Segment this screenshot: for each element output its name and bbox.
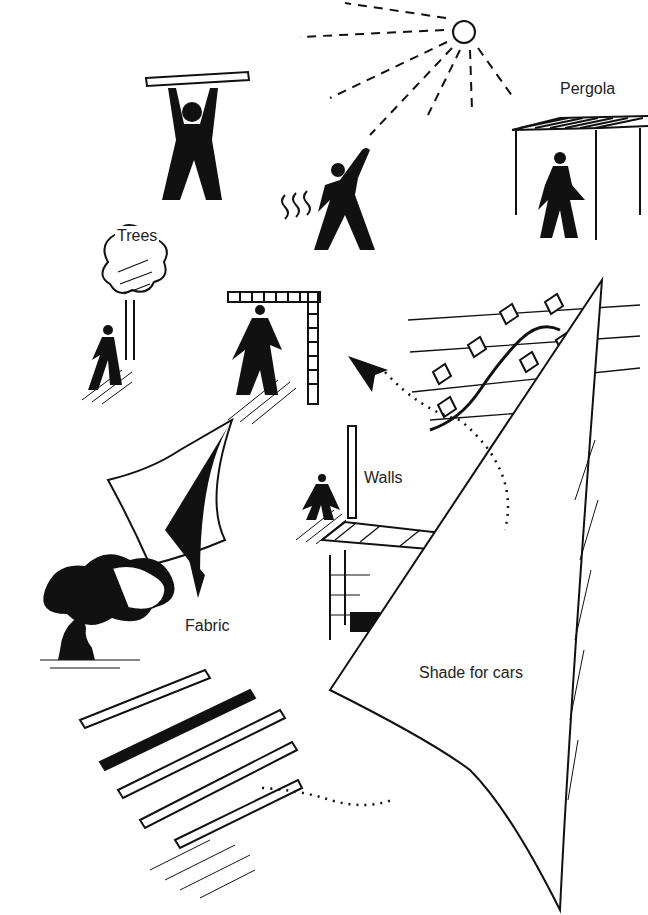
part-label: Pergola: [558, 79, 617, 98]
part-label: Shade for cars: [417, 663, 525, 682]
part-label: Fabric: [183, 616, 231, 635]
part-label: Trees: [115, 226, 159, 245]
part-label: Walls: [362, 468, 405, 487]
